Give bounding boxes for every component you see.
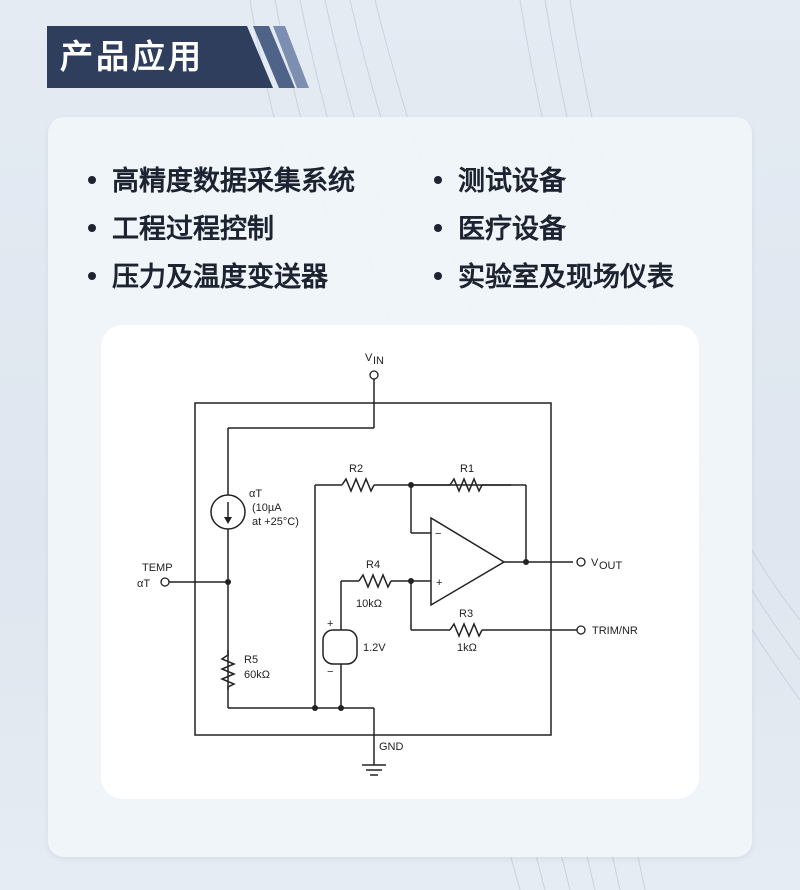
bullet-icon [434,175,442,184]
trim-label: TRIM/NR [592,625,638,637]
reference-voltage-label: 1.2V [363,642,386,654]
bullet-icon [88,175,96,184]
current-source-label: αT [249,488,262,500]
reference-plus-sign: + [327,618,333,630]
voltage-reference-symbol [322,629,358,665]
r1-label: R1 [460,463,474,475]
circuit-schematic: V IN αT (10µA at +25°C) TEMP αT R2 R1 R4… [137,352,638,776]
junction-dots [225,482,529,711]
bullet-icon [88,223,96,232]
r2-label: R2 [349,463,363,475]
temp-terminal [160,577,170,587]
vin-terminal [369,370,379,380]
r3-resistor [449,622,483,638]
page-title: 产品应用 [60,37,204,76]
r4-resistor [358,573,392,589]
temp-pin-label: αT [137,578,150,590]
list-item: 实验室及现场仪表 [434,256,674,300]
r2-resistor [341,477,375,493]
r1-resistor [449,477,483,493]
current-source-value: (10µA [252,502,282,514]
vin-subscript: IN [373,355,384,367]
vout-subscript: OUT [599,560,623,572]
r5-value: 60kΩ [244,669,270,681]
list-item: 测试设备 [434,160,566,204]
opamp-minus-sign: − [435,528,441,540]
applications-list: 高精度数据采集系统 工程过程控制 压力及温度变送器 测试设备 医疗设备 实验室及… [88,160,728,310]
list-item: 工程过程控制 [88,208,274,252]
vout-label: V [591,557,599,569]
r4-value: 10kΩ [356,598,382,610]
trim-terminal [576,625,586,635]
list-item: 医疗设备 [434,208,566,252]
chip-outline [194,402,552,736]
bullet-icon [434,223,442,232]
bullet-icon [88,271,96,280]
reference-minus-sign: − [327,666,333,678]
vin-label: V [365,352,373,364]
op-amp-symbol [430,516,506,607]
title-banner [47,26,309,88]
schematic-panel: V IN αT (10µA at +25°C) TEMP αT R2 R1 R4… [101,325,699,799]
list-item: 压力及温度变送器 [88,256,328,300]
list-item: 高精度数据采集系统 [88,160,355,204]
gnd-label: GND [379,741,404,753]
temp-label: TEMP [142,562,173,574]
r3-value: 1kΩ [457,642,477,654]
r3-label: R3 [459,608,473,620]
r4-label: R4 [366,559,380,571]
bullet-icon [434,271,442,280]
current-arrow-icon [224,502,232,524]
opamp-plus-sign: + [436,577,442,589]
vout-terminal [576,557,586,567]
r5-label: R5 [244,654,258,666]
current-source-temp: at +25°C) [252,516,299,528]
r5-resistor [220,650,236,690]
